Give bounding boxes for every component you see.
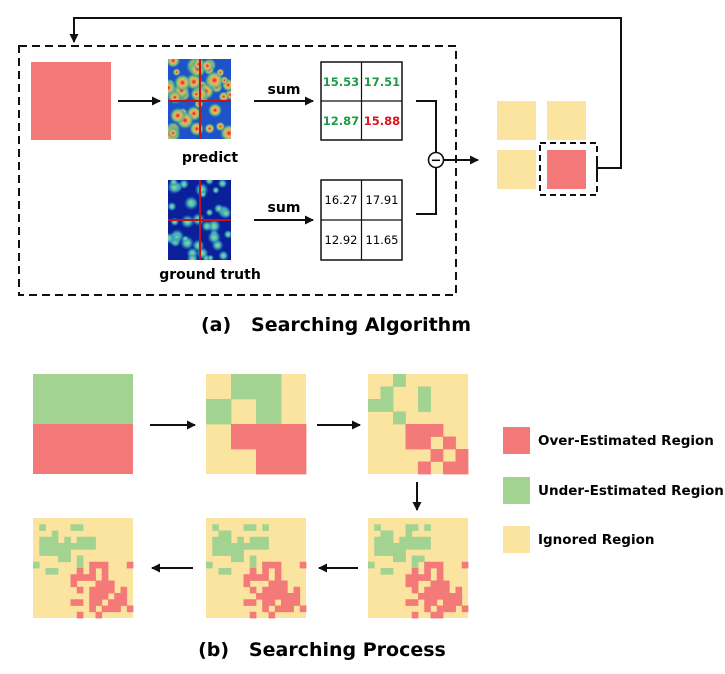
legend-swatch-ignored: [503, 526, 530, 553]
selected-over-estimated-quadrant: [547, 150, 586, 189]
process-grid: [206, 374, 307, 475]
legend-label-ignored: Ignored Region: [538, 532, 654, 548]
process-grid: [206, 518, 307, 619]
predict-sum-cell: 17.51: [364, 75, 400, 89]
feedback-loop-line: [69, 17, 622, 169]
predict-heatmap: [168, 59, 231, 139]
process-grid: [368, 518, 469, 619]
input-region-square: [31, 62, 111, 140]
legend-swatch-over: [503, 427, 530, 454]
predict-sum-cell: 15.53: [323, 75, 359, 89]
gt-sum-cell: 11.65: [366, 233, 399, 247]
ground-truth-heatmap: [168, 180, 231, 260]
selected-quadrant-dashed-box: [539, 142, 598, 196]
predict-label: predict: [182, 150, 239, 166]
algorithm-dashed-box: [18, 45, 457, 296]
sum-label-bottom: sum: [268, 200, 301, 216]
caption-b: (b) Searching Process: [198, 639, 446, 661]
ground-truth-label: ground truth: [159, 267, 261, 283]
predict-sum-cell: 15.88: [364, 114, 400, 128]
legend: Over-Estimated Region Under-Estimated Re…: [503, 427, 724, 553]
caption-a: (a) Searching Algorithm: [201, 314, 471, 336]
process-grid: [33, 374, 133, 474]
legend-label-under: Under-Estimated Region: [538, 483, 724, 499]
legend-label-over: Over-Estimated Region: [538, 433, 714, 449]
subtract-operator-icon: [427, 151, 445, 169]
predict-sum-table: 15.53 17.51 12.87 15.88: [320, 61, 403, 141]
process-grid: [368, 374, 469, 475]
result-quadrants: [497, 101, 598, 196]
subtract-operator-symbol: −: [431, 154, 442, 169]
gt-sum-cell: 17.91: [366, 193, 399, 207]
gt-sum-cell: 12.92: [325, 233, 358, 247]
ground-truth-sum-table: 16.27 17.91 12.92 11.65: [320, 179, 403, 261]
legend-swatch-under: [503, 477, 530, 504]
predict-sum-cell: 12.87: [323, 114, 359, 128]
gt-sum-cell: 16.27: [325, 193, 358, 207]
sum-label-top: sum: [268, 82, 301, 98]
process-grid: [33, 518, 134, 619]
